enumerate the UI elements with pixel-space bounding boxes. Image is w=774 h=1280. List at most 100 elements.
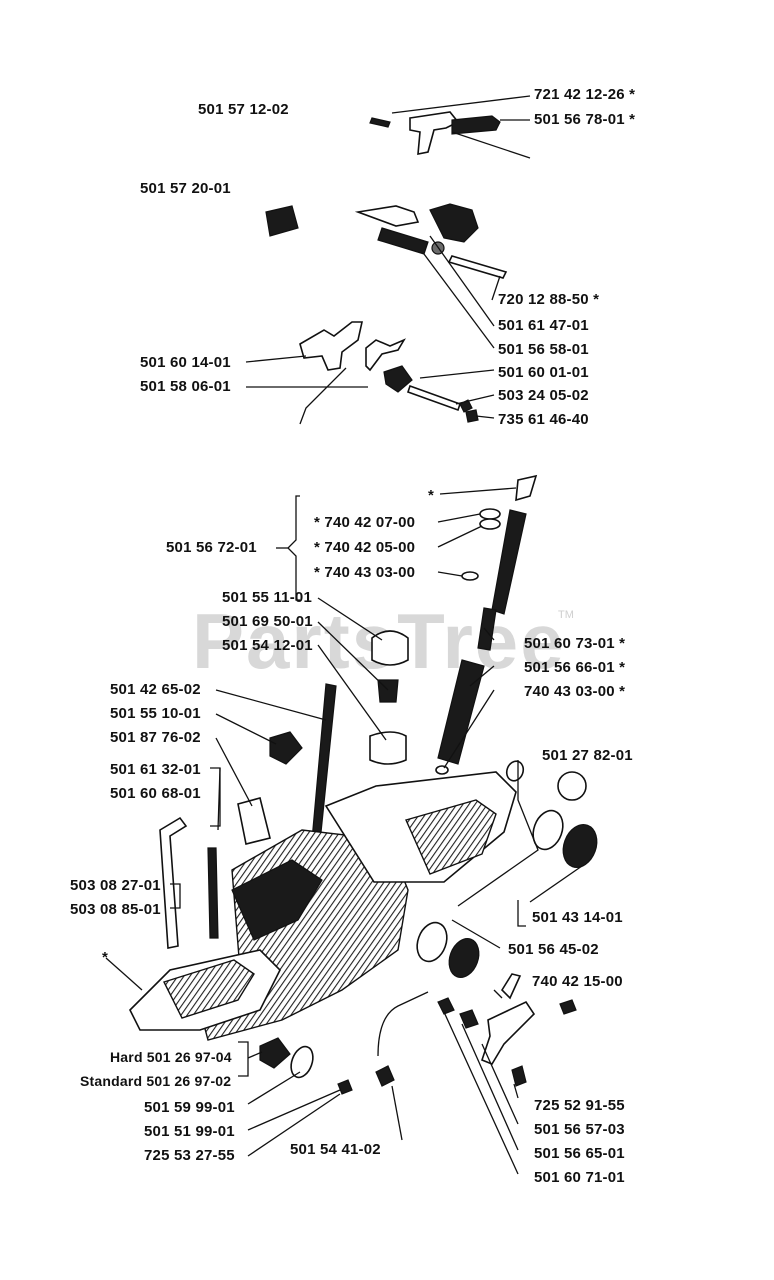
oil-hose-part: [377, 991, 429, 1057]
lever-part: [354, 205, 420, 227]
nipple-part: [459, 1009, 479, 1029]
seal-part: [435, 765, 449, 775]
part-label: 501 58 06-01: [140, 378, 231, 395]
o-ring-part: [479, 508, 501, 520]
oil-cap-part: [448, 938, 480, 978]
part-label: 501 54 12-01: [222, 637, 313, 654]
part-label: 501 56 58-01: [498, 341, 589, 358]
clip-part: [465, 409, 479, 423]
grommet-part: [269, 731, 303, 765]
part-label: 501 60 71-01: [534, 1169, 625, 1186]
watermark-trademark: TM: [558, 609, 574, 621]
part-label: 721 42 12-26 *: [534, 86, 635, 103]
part-label: 501 61 32-01: [110, 761, 201, 778]
connector-part: [437, 997, 455, 1015]
part-label: 503 08 27-01: [70, 877, 161, 894]
plug-part: [375, 1065, 395, 1087]
o-ring-part-3: [461, 571, 479, 581]
fuel-pick-up-hose-part: [311, 683, 337, 843]
part-label: 501 69 50-01: [222, 613, 313, 630]
part-label: 725 53 27-55: [144, 1147, 235, 1164]
tube-part: [437, 659, 485, 765]
throttle-rod-part: [377, 227, 429, 255]
part-label: 501 51 99-01: [144, 1123, 235, 1140]
part-label: 501 87 76-02: [110, 729, 201, 746]
part-label: 501 56 78-01 *: [534, 111, 635, 128]
part-label: 725 52 91-55: [534, 1097, 625, 1114]
hose-part-2: [207, 847, 219, 939]
part-label: 501 57 20-01: [140, 180, 231, 197]
spring-coil-part: [383, 365, 413, 393]
gasket-part: [532, 809, 564, 851]
hose-part: [159, 816, 188, 949]
part-label: 501 55 11-01: [222, 589, 312, 606]
housing-shadow-part: [231, 859, 323, 941]
bottom-leader-lines: [105, 487, 583, 1175]
part-label: 501 42 65-02: [110, 681, 201, 698]
part-label: 501 56 65-01: [534, 1145, 625, 1162]
cap-part: [562, 824, 598, 868]
fuel-filter-part: [237, 797, 271, 845]
trigger-part: [481, 1000, 536, 1065]
part-label: 501 57 12-02: [198, 101, 289, 118]
part-label: 501 60 68-01: [110, 785, 201, 802]
shaft-part: [406, 384, 462, 412]
throttle-trigger-part: [409, 111, 460, 155]
part-label: 503 08 85-01: [70, 901, 161, 918]
choke-spring-part: [365, 338, 406, 372]
part-label: 501 60 14-01: [140, 354, 231, 371]
part-label: 501 61 47-01: [498, 317, 589, 334]
screw-part: [559, 999, 577, 1015]
trigger-spring-part: [500, 973, 522, 1000]
part-label: Hard 501 26 97-04: [110, 1049, 232, 1065]
valve-stem-part: [491, 509, 527, 615]
part-label: 740 42 15-00: [532, 973, 623, 990]
part-label: * 740 42 07-00: [314, 514, 415, 531]
part-label: 501 56 66-01 *: [524, 659, 625, 676]
part-labels: 501 57 12-02 721 42 12-26 * 501 56 78-01…: [70, 86, 635, 1186]
seal-ring-part: [416, 921, 448, 963]
vibration-damper-part: [259, 1037, 291, 1069]
part-label: *: [102, 949, 108, 966]
filter-part: [369, 731, 407, 765]
trigger-housing-part: [429, 203, 479, 243]
part-label: * 740 43 03-00: [314, 564, 415, 581]
part-label: 735 61 46-40: [498, 411, 589, 428]
part-label: 503 24 05-02: [498, 387, 589, 404]
screw-part-2: [511, 1065, 527, 1087]
tank-ribs-part: [405, 799, 497, 875]
part-label: Standard 501 26 97-02: [80, 1073, 231, 1089]
spring-part-2: [477, 607, 497, 651]
washer-part-2: [290, 1045, 314, 1079]
handle-grip-part: [163, 959, 255, 1019]
part-label: 501 59 99-01: [144, 1099, 235, 1116]
handle-bracket-part: [265, 205, 299, 237]
part-label: 501 56 72-01: [166, 539, 257, 556]
part-label: * 740 42 05-00: [314, 539, 415, 556]
part-label: 501 56 45-02: [508, 941, 599, 958]
fuel-cap-part: [371, 630, 409, 666]
part-label: 501 43 14-01: [532, 909, 623, 926]
o-ring-part-2: [479, 518, 501, 530]
throttle-lock-part: [451, 115, 501, 135]
throttle-parts-group: [265, 111, 508, 425]
screw-part-3: [337, 1079, 353, 1095]
part-label: 501 60 73-01 *: [524, 635, 625, 652]
ring-part: [557, 771, 587, 801]
top-leader-lines: [245, 95, 531, 419]
part-label: 740 43 03-00 *: [524, 683, 625, 700]
part-label: 720 12 88-50 *: [498, 291, 599, 308]
part-label: 501 56 57-03: [534, 1121, 625, 1138]
pin-part: [369, 117, 391, 128]
vent-cap-part: [515, 474, 538, 502]
part-label: 501 55 10-01: [110, 705, 201, 722]
choke-control-part: [299, 321, 363, 371]
part-label: 501 60 01-01: [498, 364, 589, 381]
part-label: 501 54 41-02: [290, 1141, 381, 1158]
o-ring-part-4: [505, 760, 525, 782]
part-label: 501 27 82-01: [542, 747, 633, 764]
part-label: *: [428, 487, 434, 504]
rod-part: [447, 255, 508, 279]
linkage-rod-part: [299, 367, 347, 425]
